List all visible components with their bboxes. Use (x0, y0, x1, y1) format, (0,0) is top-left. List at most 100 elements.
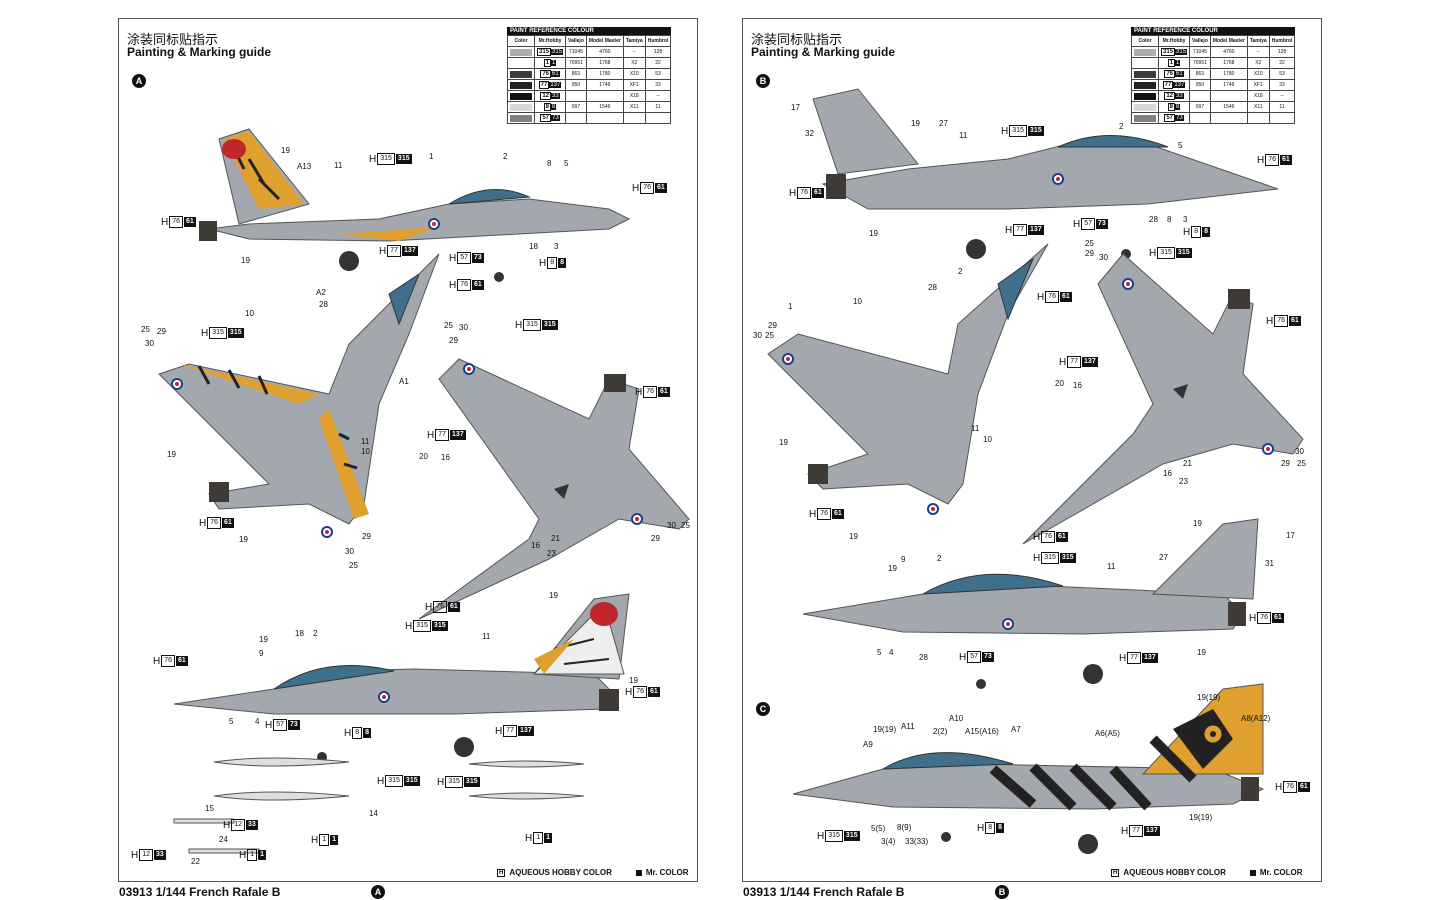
chip-mc: 1 (258, 850, 267, 860)
paint-hu: 128 (1268, 46, 1296, 58)
chip-aq: 315 (445, 776, 463, 788)
chip-h: H (437, 776, 445, 788)
paint-hu (1268, 112, 1296, 124)
chip-c-8: H 8 8 (977, 822, 1005, 834)
paint-swatch-cell (507, 90, 535, 102)
callout-b-30: 30 (753, 331, 762, 340)
chip-aq: 77 (387, 245, 402, 257)
callout-15: 15 (205, 804, 214, 813)
chip-h: H (635, 386, 643, 398)
paint-hu: 53 (644, 68, 672, 80)
chip-mc: 8 (996, 823, 1005, 833)
aircraft-b-bottom-drawing (1022, 253, 1304, 545)
chip-1-missile-3: H 1 1 (525, 832, 553, 844)
callout-c-3-4: 3(4) (881, 837, 896, 846)
chip-h: H (265, 719, 273, 731)
paint-swatch (1134, 81, 1156, 89)
chip-aq: 77 (1129, 825, 1144, 837)
chip-h: H (311, 834, 319, 846)
callout-28: 28 (319, 300, 328, 309)
chip-mc: 8 (363, 728, 372, 738)
mc-code: 137 (1173, 82, 1186, 88)
callout-b-19f: 19 (888, 564, 897, 573)
legend-mr: Mr. COLOR (1259, 868, 1303, 877)
chip-h: H (1119, 652, 1127, 664)
paint-mm: 1780 (1209, 68, 1248, 80)
chip-315-a-bottom: H 315 315 (515, 319, 558, 331)
callout-11: 11 (334, 161, 343, 170)
chip-mc: 8 (1202, 227, 1211, 237)
chip-aq: 315 (385, 775, 403, 787)
callout-25d: 25 (681, 521, 690, 530)
chip-b-top-76-2: H 76 61 (809, 508, 844, 520)
paint-reference-table-right: PAINT REFERENCE COLOUR Color Mr.Hobby Va… (1131, 27, 1296, 124)
chip-h: H (449, 252, 457, 264)
chip-b-76: H 76 61 (1257, 154, 1292, 166)
callout-b-25: 25 (765, 331, 774, 340)
paint-swatch-cell (1131, 68, 1159, 80)
paint-v: 70951 (1189, 57, 1211, 69)
chip-aq: 12 (231, 819, 246, 831)
chip-b-57: H 57 73 (1073, 218, 1108, 230)
chip-aq: 1 (533, 832, 544, 844)
chip-mc: 61 (472, 280, 484, 290)
aircraft-b-right-side-drawing (802, 518, 1259, 689)
missile-drawing (173, 818, 260, 854)
callout-b-29d: 29 (1281, 459, 1290, 468)
callout-b-17b: 17 (1286, 531, 1295, 540)
chip-b-76-nozzle: H 76 61 (789, 187, 824, 199)
chip-mc: 61 (184, 217, 196, 227)
callout-25: 25 (141, 325, 150, 334)
paint-v: 71045 (1189, 46, 1211, 58)
chip-h: H (1183, 226, 1191, 238)
chip-aq: 77 (1013, 224, 1028, 236)
chip-h: H (1001, 125, 1009, 137)
chip-aq: 1 (247, 849, 258, 861)
chip-mc: 1 (544, 833, 553, 843)
col-mr-hobby: Mr.Hobby (533, 35, 567, 47)
callout-b-30c: 30 (1099, 253, 1108, 262)
callout-9: 9 (259, 649, 264, 658)
mc-code: 61 (1175, 71, 1184, 77)
chip-h: H (625, 686, 633, 698)
chip-315-a-right: H 315 315 (405, 620, 448, 632)
callout-b-27b: 27 (1159, 553, 1168, 562)
callout-b-16: 16 (1073, 381, 1082, 390)
paint-mm: 1768 (585, 57, 624, 69)
chip-b-bottom-77: H 77 137 (1059, 356, 1098, 368)
callout-c-a8: A8(A12) (1241, 714, 1271, 723)
callout-b-30d: 30 (1295, 447, 1304, 456)
paint-table-header-right: Color Mr.Hobby Vallejo Model Master Tami… (1131, 35, 1296, 47)
title-english-right: Painting & Marking guide (751, 45, 896, 59)
aq-code: 315 (1161, 48, 1176, 56)
chip-8-a-right: H 8 8 (344, 727, 372, 739)
chip-12-missile: H 12 33 (223, 819, 258, 831)
chip-mc: 137 (518, 726, 534, 736)
chip-mc: 315 (843, 831, 860, 841)
aq-code: 57 (1164, 114, 1176, 122)
chip-aq: 315 (825, 830, 843, 842)
callout-29c: 29 (449, 336, 458, 345)
callout-b-10c: 10 (983, 435, 992, 444)
callout-b-17: 17 (791, 103, 800, 112)
callout-b-4: 4 (889, 648, 894, 657)
chip-mc: 61 (176, 656, 188, 666)
aq-code: 57 (540, 114, 552, 122)
footer-badge-b: B (995, 885, 1009, 899)
paint-swatch-cell (507, 57, 535, 69)
paint-mm: 1749 (585, 79, 624, 91)
chip-aq: 76 (1045, 291, 1060, 303)
callout-20: 20 (419, 452, 428, 461)
callout-2b: 2 (313, 629, 318, 638)
paint-hu (644, 112, 672, 124)
paint-swatch (1134, 114, 1156, 122)
